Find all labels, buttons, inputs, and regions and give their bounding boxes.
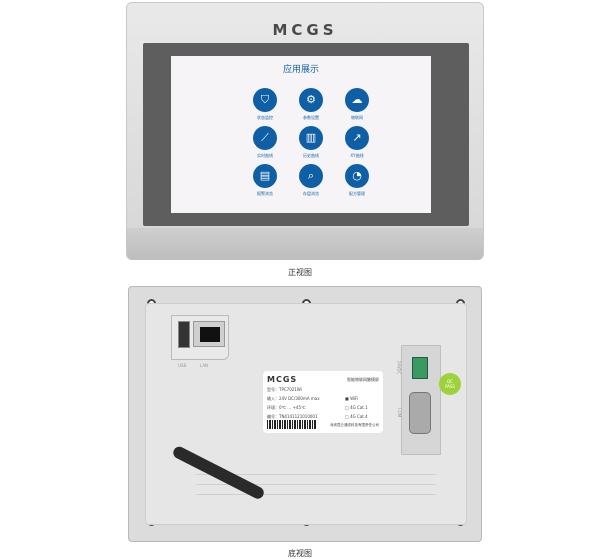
app-label: 物联网 — [351, 115, 363, 120]
app-tile[interactable]: ▤ 报警浏览 — [240, 164, 290, 197]
back-view-caption: 底视图 — [288, 549, 312, 558]
gear-icon: ⚙ — [299, 88, 323, 112]
bar-chart-icon: ▥ — [299, 126, 323, 150]
app-tile[interactable]: ◔ 配方管理 — [332, 164, 382, 197]
app-tile[interactable]: ⟋ 实时曲线 — [240, 126, 290, 159]
app-label: XY曲线 — [350, 153, 364, 158]
product-label: MCGS 智能物联网触摸屏 型号：TPC7021Wi 输入：24V DC/300… — [263, 371, 383, 433]
power-connector[interactable] — [412, 357, 428, 379]
app-label: 实时曲线 — [257, 153, 273, 158]
app-label: 配方管理 — [349, 191, 365, 196]
touch-screen: 应用展示 ⛉ 状态监控 ⚙ 参数设置 ☁ 物联网 ⟋ 实时曲线 ▥ 历史曲线 ↗ XY曲线 ▤ 报警浏览 ⌕… — [171, 56, 431, 213]
barcode — [267, 420, 317, 429]
label-model: 型号：TPC7021Wi — [267, 387, 302, 392]
usb-label: USB — [178, 363, 187, 368]
app-tile[interactable]: ↗ XY曲线 — [332, 126, 382, 159]
screen-title: 应用展示 — [282, 65, 319, 75]
label-4g1: □ 4G Cat.1 — [345, 405, 368, 410]
app-label: 参数设置 — [303, 115, 319, 120]
label-4g4: □ 4G Cat.4 — [345, 414, 368, 419]
search-document-icon: ⌕ — [299, 164, 323, 188]
label-product: 智能物联网触摸屏 — [347, 376, 379, 382]
app-tile[interactable]: ⚙ 参数设置 — [286, 88, 336, 121]
front-view-caption: 正视图 — [288, 268, 312, 277]
lan-label: LAN — [200, 363, 209, 368]
label-env: 环境：0℃ … +45℃ — [267, 405, 306, 410]
app-tile[interactable]: ⛉ 状态监控 — [240, 88, 290, 121]
app-label: 状态监控 — [257, 115, 273, 120]
app-tile[interactable]: ☁ 物联网 — [332, 88, 382, 121]
bottom-strip — [127, 228, 483, 260]
front-view-device: MCGS 应用展示 ⛉ 状态监控 ⚙ 参数设置 ☁ 物联网 ⟋ 实时曲线 ▥ 历史曲线 ↗ XY曲线 ▤… — [126, 2, 484, 260]
app-label: 存盘浏览 — [303, 191, 319, 196]
usb-port[interactable] — [178, 321, 190, 348]
label-logo: MCGS — [267, 375, 298, 384]
cloud-icon: ☁ — [345, 88, 369, 112]
label-input: 输入：24V DC/300mA max — [267, 396, 320, 401]
lan-port[interactable] — [193, 321, 225, 347]
app-tile[interactable]: ⌕ 存盘浏览 — [286, 164, 336, 197]
label-wifi: ■ WiFi — [345, 396, 359, 401]
label-serial: 编号：TN4141121010001 — [267, 414, 318, 419]
label-company: 深圳昆仑通态科技有限责任公司 — [330, 423, 379, 427]
port-area: USB LAN — [171, 315, 229, 368]
document-icon: ▤ — [253, 164, 277, 188]
power-label: 24VDC — [396, 360, 402, 375]
com-label: COM — [397, 407, 403, 418]
shield-icon: ⛉ — [253, 88, 277, 112]
app-tile[interactable]: ▥ 历史曲线 — [286, 126, 336, 159]
com-port[interactable] — [409, 392, 431, 434]
app-label: 历史曲线 — [303, 153, 319, 158]
app-label: 报警浏览 — [257, 191, 273, 196]
line-nodes-icon: ⟋ — [253, 126, 277, 150]
pie-chart-icon: ◔ — [345, 164, 369, 188]
brand-logo: MCGS — [272, 21, 338, 39]
trend-icon: ↗ — [345, 126, 369, 150]
